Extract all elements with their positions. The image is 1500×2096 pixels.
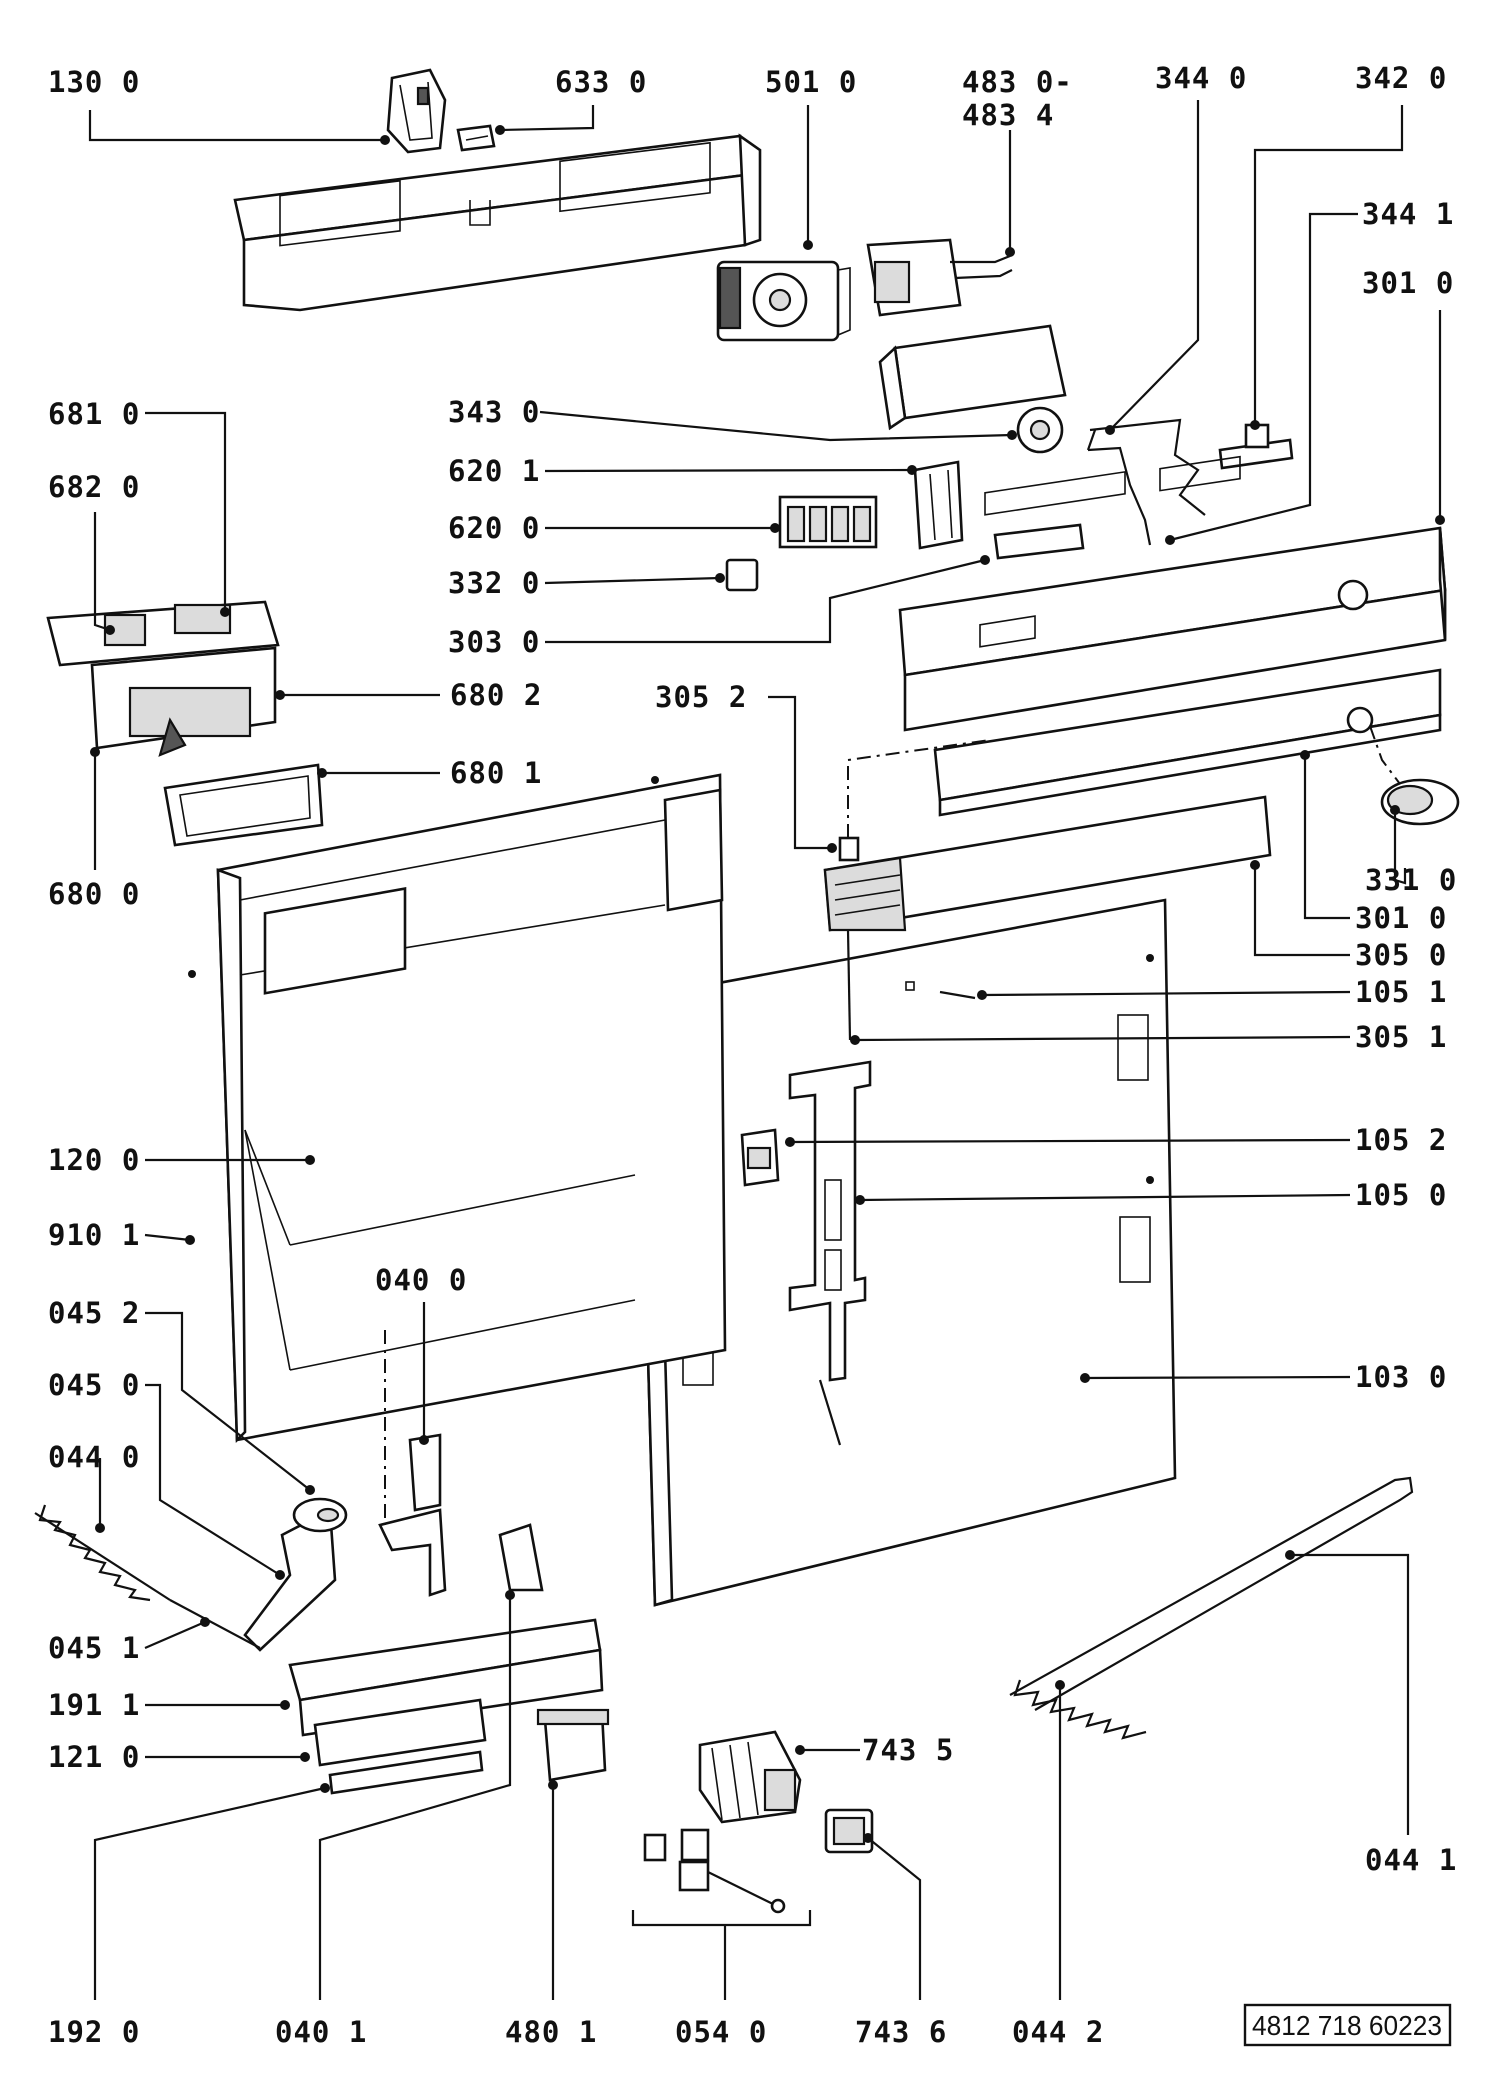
part-301-control-panel — [898, 455, 1447, 732]
part-633-clip — [456, 124, 496, 152]
leader-lines — [88, 100, 1445, 2000]
part-120-inner-door — [188, 773, 727, 1444]
part-044-1-spring-rod — [1009, 1476, 1414, 1740]
part-054-set — [643, 1828, 786, 1914]
part-680-dispenser — [46, 600, 280, 757]
label-120-0: 120 0 — [48, 1143, 140, 1177]
label-344-1: 344 1 — [1362, 197, 1454, 231]
label-054-0: 054 0 — [675, 2015, 767, 2049]
part-483-connector — [866, 238, 1013, 317]
label-044-0: 044 0 — [48, 1440, 140, 1474]
label-301-0-lower: 301 0 — [1355, 901, 1447, 935]
label-681-0: 681 0 — [48, 397, 140, 431]
part-620-1-bracket — [913, 460, 964, 550]
label-680-1: 680 1 — [450, 756, 542, 790]
label-682-0: 682 0 — [48, 470, 140, 504]
document-code-box: 4812 718 60223 — [1243, 2003, 1452, 2047]
part-305-1-pin — [846, 929, 852, 1041]
part-743-5-cassette — [698, 1730, 802, 1824]
label-121-0: 121 0 — [48, 1740, 140, 1774]
part-040-hinge — [378, 1330, 447, 1597]
label-301-0-top: 301 0 — [1362, 266, 1454, 300]
part-301-fascia — [933, 615, 1442, 817]
label-130-0: 130 0 — [48, 65, 140, 99]
label-680-0: 680 0 — [48, 877, 140, 911]
label-680-2: 680 2 — [450, 678, 542, 712]
label-044-1: 044 1 — [1365, 1843, 1457, 1877]
part-191-bottom-strip — [288, 1618, 604, 1795]
label-045-1: 045 1 — [48, 1631, 140, 1665]
label-743-6: 743 6 — [855, 2015, 947, 2049]
label-331-0: 331 0 — [1365, 863, 1457, 897]
part-303-strip — [993, 523, 1085, 560]
part-040-1-plate — [498, 1523, 544, 1592]
part-305-2-clip — [838, 739, 991, 862]
part-342-bracket — [1218, 423, 1294, 470]
label-105-0: 105 0 — [1355, 1178, 1447, 1212]
part-343-housing — [878, 324, 1067, 454]
label-040-0: 040 0 — [375, 1263, 467, 1297]
label-342-0: 342 0 — [1355, 61, 1447, 95]
part-105-2-catch — [740, 1128, 780, 1187]
label-045-2: 045 2 — [48, 1296, 140, 1330]
part-044-0-spring — [34, 1504, 261, 1649]
label-483-0: 483 0- — [962, 65, 1073, 99]
document-code: 4812 718 60223 — [1252, 2010, 1442, 2041]
part-620-0-switch — [778, 495, 878, 549]
label-040-1: 040 1 — [275, 2015, 367, 2049]
label-480-1: 480 1 — [505, 2015, 597, 2049]
label-501-0: 501 0 — [765, 65, 857, 99]
label-344-0: 344 0 — [1155, 61, 1247, 95]
label-910-1: 910 1 — [48, 1218, 140, 1252]
label-620-1: 620 1 — [448, 454, 540, 488]
top-support-rail — [233, 133, 762, 312]
part-680-1-gasket — [163, 763, 324, 847]
label-633-0: 633 0 — [555, 65, 647, 99]
label-191-1: 191 1 — [48, 1688, 140, 1722]
label-305-1: 305 1 — [1355, 1020, 1447, 1054]
part-105-1-screw — [939, 990, 976, 1000]
part-labels: 130 0 633 0 501 0 483 0- 483 4 344 0 342… — [48, 61, 1457, 2049]
part-045-hinge-arm — [243, 1497, 348, 1652]
label-192-0: 192 0 — [48, 2015, 140, 2049]
label-045-0: 045 0 — [48, 1368, 140, 1402]
part-501-timer — [716, 260, 851, 342]
part-332-button — [725, 558, 759, 592]
part-130-bracket — [386, 68, 447, 154]
label-105-1: 105 1 — [1355, 975, 1447, 1009]
part-305-handle-strip — [823, 795, 1272, 932]
label-305-0: 305 0 — [1355, 938, 1447, 972]
label-332-0: 332 0 — [448, 566, 540, 600]
label-743-5: 743 5 — [862, 1733, 954, 1767]
part-743-6-block — [824, 1808, 874, 1854]
label-483-4: 483 4 — [962, 98, 1054, 132]
label-044-2: 044 2 — [1012, 2015, 1104, 2049]
label-303-0: 303 0 — [448, 625, 540, 659]
label-103-0: 103 0 — [1355, 1360, 1447, 1394]
label-305-2: 305 2 — [655, 680, 747, 714]
part-344-spring-wire — [1086, 418, 1206, 546]
label-105-2: 105 2 — [1355, 1123, 1447, 1157]
label-343-0: 343 0 — [448, 395, 540, 429]
label-620-0: 620 0 — [448, 511, 540, 545]
part-480-1-bracket — [536, 1708, 610, 1782]
